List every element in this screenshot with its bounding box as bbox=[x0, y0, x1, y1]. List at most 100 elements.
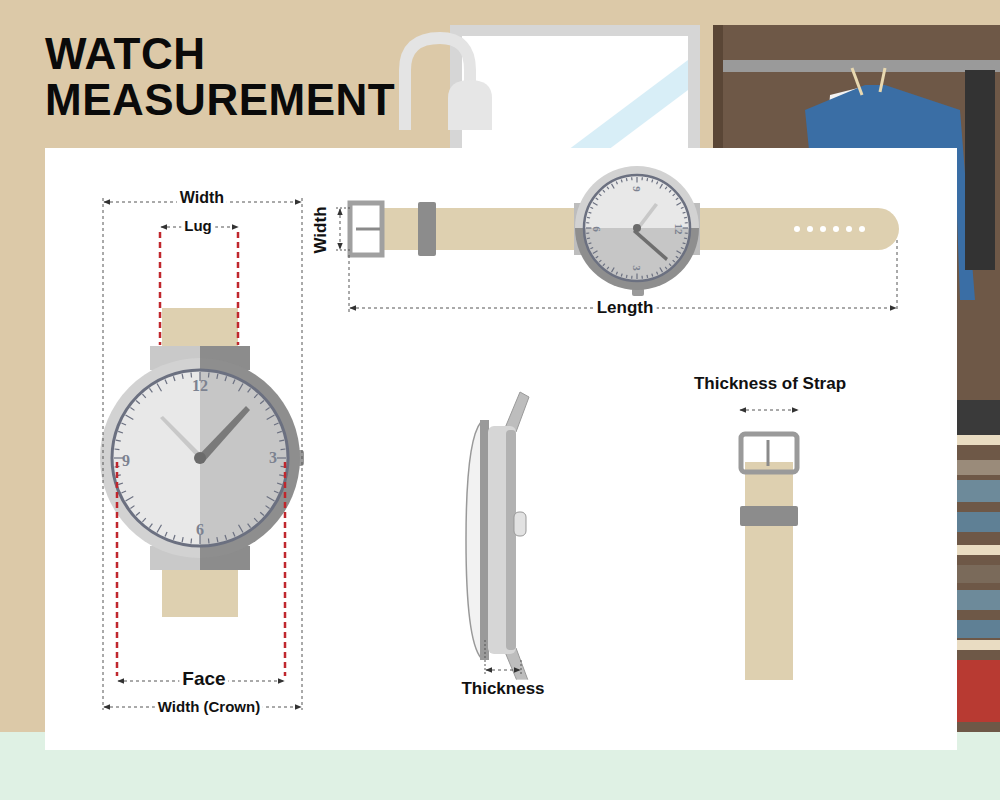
dial-ticks bbox=[673, 194, 675, 196]
dial-ticks bbox=[149, 388, 152, 392]
dial-ticks bbox=[277, 431, 282, 433]
dial-ticks bbox=[239, 525, 244, 533]
dial-ticks bbox=[590, 207, 593, 208]
strap-watch bbox=[584, 175, 690, 281]
dial-ticks bbox=[165, 532, 167, 537]
dial-ticks bbox=[631, 276, 633, 279]
side-watch bbox=[488, 426, 516, 654]
dial-number: 6 bbox=[591, 226, 603, 232]
dial-ticks bbox=[173, 535, 175, 540]
strap-side bbox=[740, 506, 798, 526]
dial-ticks bbox=[136, 512, 140, 515]
dial-ticks bbox=[586, 232, 589, 234]
dial-ticks bbox=[603, 264, 605, 266]
room-background bbox=[560, 60, 688, 156]
dimension-label: Width bbox=[177, 189, 227, 207]
dial-ticks bbox=[254, 394, 257, 398]
dial-ticks bbox=[621, 179, 623, 182]
dimension-label: Face bbox=[179, 669, 228, 690]
dimension-lines bbox=[349, 255, 350, 312]
dial-ticks bbox=[665, 267, 667, 269]
dial-ticks bbox=[116, 440, 121, 441]
dimension-lines bbox=[486, 670, 520, 671]
dial-ticks bbox=[588, 242, 591, 244]
dimension-lines bbox=[159, 232, 162, 345]
room-background bbox=[448, 80, 492, 130]
strap-watch bbox=[794, 226, 800, 232]
strap-watch bbox=[584, 228, 690, 281]
dimension-lines bbox=[116, 462, 119, 676]
room-background bbox=[957, 590, 1000, 610]
dial-ticks bbox=[626, 275, 628, 278]
strap-watch bbox=[350, 203, 382, 255]
strap-watch bbox=[356, 228, 380, 231]
dial-ticks bbox=[636, 274, 637, 279]
dial-ticks bbox=[165, 379, 167, 384]
dial-ticks bbox=[593, 251, 598, 254]
dimension-label: Width (Crown) bbox=[155, 699, 263, 716]
dial-ticks bbox=[646, 178, 648, 181]
room-background bbox=[965, 70, 995, 270]
dial-ticks bbox=[126, 497, 134, 502]
dial-ticks bbox=[266, 407, 270, 410]
dial-ticks bbox=[248, 524, 251, 528]
dial-ticks bbox=[225, 535, 227, 540]
room-background bbox=[957, 460, 1000, 475]
dial-ticks bbox=[621, 274, 623, 277]
strap-side bbox=[741, 434, 797, 472]
dial-ticks bbox=[651, 179, 653, 182]
dial-number: 3 bbox=[631, 265, 643, 271]
dial-ticks bbox=[616, 272, 617, 275]
dial-number: 12 bbox=[673, 224, 685, 235]
dial-ticks bbox=[233, 379, 235, 384]
dial-ticks bbox=[130, 407, 134, 410]
dial-ticks bbox=[121, 423, 126, 425]
dial-ticks bbox=[121, 491, 126, 493]
dial-ticks bbox=[676, 198, 678, 200]
room-background bbox=[957, 512, 1000, 532]
strap-watch bbox=[820, 226, 826, 232]
dial-ticks bbox=[142, 394, 145, 398]
dial-ticks bbox=[279, 475, 284, 476]
side-watch bbox=[466, 392, 529, 688]
dial-ticks bbox=[274, 423, 279, 425]
dial-ticks bbox=[673, 260, 675, 262]
dial-ticks bbox=[612, 267, 615, 272]
dial-ticks bbox=[683, 212, 686, 214]
dial-ticks bbox=[114, 448, 119, 450]
dial-ticks bbox=[142, 518, 145, 522]
front-watch bbox=[112, 370, 200, 546]
dial-ticks bbox=[233, 532, 235, 537]
dimension-lines bbox=[284, 462, 287, 676]
dial-ticks bbox=[277, 483, 282, 485]
dial-ticks bbox=[260, 400, 264, 403]
dial-ticks bbox=[225, 376, 227, 381]
dial-ticks bbox=[274, 491, 279, 493]
dial-ticks bbox=[612, 184, 615, 189]
front-watch bbox=[100, 358, 200, 558]
dial-ticks bbox=[254, 518, 257, 522]
dial-number: 9 bbox=[631, 186, 643, 192]
front-watch bbox=[100, 308, 304, 617]
strap-watch bbox=[633, 224, 641, 232]
dial-ticks bbox=[586, 227, 591, 228]
strap-side bbox=[740, 434, 798, 680]
room-background bbox=[462, 36, 688, 156]
dial-ticks bbox=[267, 497, 275, 502]
strap-watch bbox=[859, 226, 865, 232]
front-watch bbox=[200, 370, 288, 546]
dial-number: 6 bbox=[196, 521, 204, 539]
dial-ticks bbox=[586, 177, 688, 279]
dimension-lines bbox=[103, 198, 897, 710]
front-watch bbox=[194, 452, 206, 464]
dial-ticks bbox=[669, 190, 671, 192]
dial-ticks bbox=[660, 184, 663, 189]
dimension-lines bbox=[340, 209, 341, 249]
dimension-label: Lug bbox=[181, 218, 215, 235]
dial-ticks bbox=[631, 177, 633, 180]
dial-number: 12 bbox=[192, 377, 208, 395]
dial-ticks bbox=[607, 187, 609, 189]
dial-ticks bbox=[636, 177, 637, 182]
front-watch bbox=[196, 406, 250, 462]
